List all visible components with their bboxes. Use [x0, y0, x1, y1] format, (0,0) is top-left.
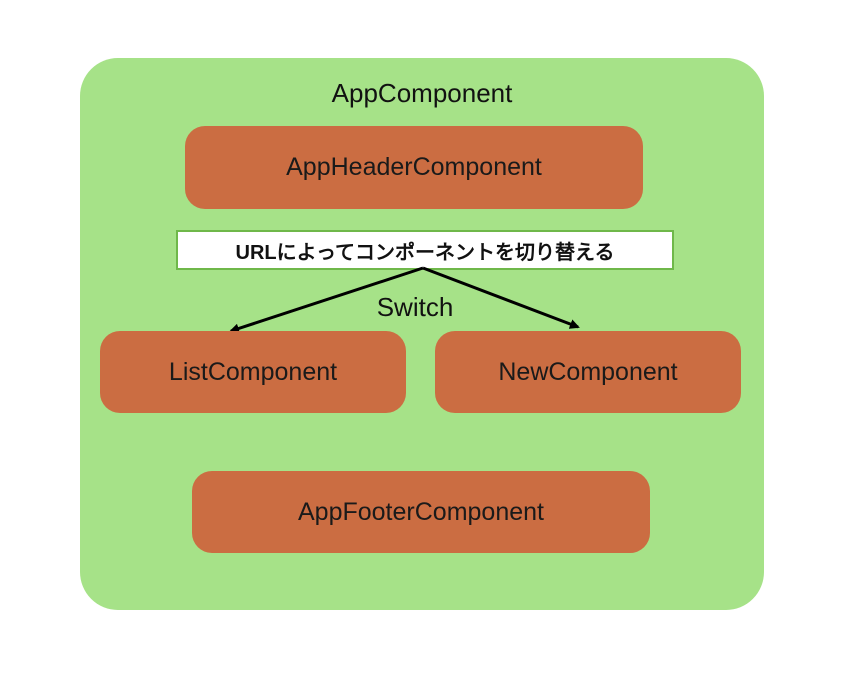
- app-header-component-box: AppHeaderComponent: [185, 126, 643, 209]
- switch-label: Switch: [376, 292, 454, 322]
- app-footer-component-box: AppFooterComponent: [192, 471, 650, 553]
- app-footer-component-label: AppFooterComponent: [298, 497, 544, 526]
- new-component-box: NewComponent: [435, 331, 741, 413]
- arrow-to-list-component: [229, 266, 424, 334]
- list-component-box: ListComponent: [100, 331, 406, 413]
- app-header-component-label: AppHeaderComponent: [286, 153, 542, 181]
- new-component-label: NewComponent: [498, 357, 678, 386]
- arrow-to-new-component: [422, 266, 580, 329]
- list-component-label: ListComponent: [168, 357, 338, 386]
- routing-note-box: URLによってコンポーネントを切り替える: [176, 230, 674, 270]
- routing-note-text: URLによってコンポーネントを切り替える: [235, 241, 615, 264]
- app-component-label: AppComponent: [331, 78, 513, 108]
